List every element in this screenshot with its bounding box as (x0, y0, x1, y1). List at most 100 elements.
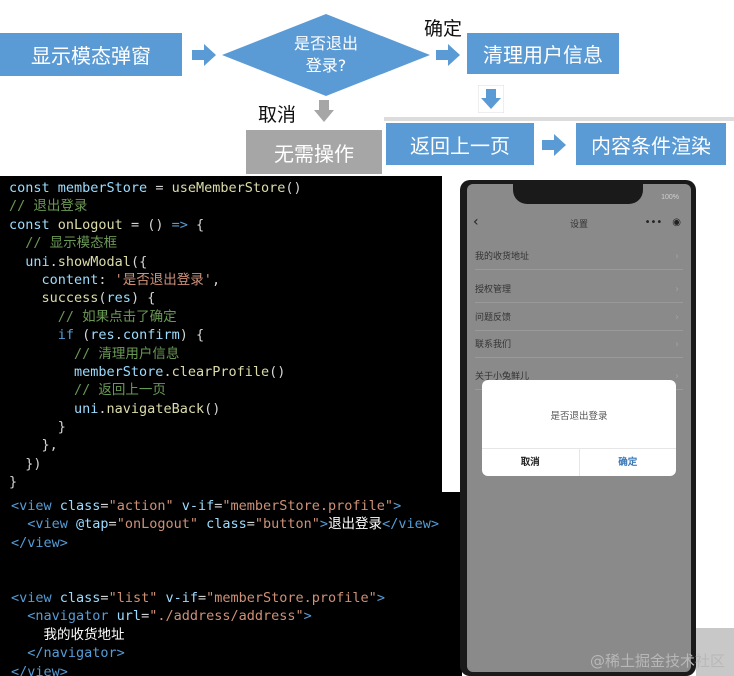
code-token: '是否退出登录' (114, 271, 212, 288)
code-token: <view (11, 589, 60, 606)
conditional-render-box: 内容条件渲染 (576, 123, 726, 165)
logout-decision: 是否退出 登录? (222, 14, 430, 96)
back-arrow-icon[interactable]: ‹ (473, 214, 479, 230)
code-token: </view> (382, 516, 439, 533)
more-icon[interactable]: ••• (644, 217, 663, 228)
code-token: : (98, 271, 115, 288)
code-token: "onLogout" (116, 516, 198, 533)
code-line: if (res.confirm) { (9, 326, 442, 344)
code-token: </navigator> (11, 645, 125, 662)
code-line: </view> (11, 663, 462, 676)
list-item-label: 关于小兔鲜儿 (475, 372, 530, 382)
list-item-label: 我的收货地址 (475, 252, 530, 262)
code-token: memberStore (9, 363, 164, 380)
code-token: ) { (130, 290, 156, 307)
code-line: </view> (11, 534, 462, 552)
code-token: }, (9, 437, 58, 454)
list-item-label: 联系我们 (475, 340, 512, 350)
nav-bar: ‹ 设置 ••• ◉ (467, 214, 691, 236)
code-token: confirm (122, 327, 180, 344)
code-line: <view @tap="onLogout" class="button">退出登… (11, 515, 462, 533)
code-token: > (376, 589, 385, 606)
arrow-right-icon (192, 44, 216, 66)
code-token: <navigator (11, 608, 117, 625)
chevron-right-icon: › (675, 371, 679, 382)
code-line: // 返回上一页 (9, 381, 442, 399)
code-token: . (163, 363, 172, 380)
list-item-contact[interactable]: 联系我们 › (475, 332, 683, 358)
code-line: content: '是否退出登录', (9, 271, 442, 289)
code-token: "./address/address" (149, 608, 304, 625)
close-circle-icon[interactable]: ◉ (672, 217, 681, 228)
code-line (11, 552, 462, 570)
code-line: // 清理用户信息 (9, 345, 442, 363)
code-token: ({ (130, 253, 148, 270)
code-token: res (90, 327, 115, 344)
code-token: "memberStore.profile" (222, 498, 394, 514)
code-token: = (100, 589, 109, 606)
cancel-label: 取消 (258, 104, 297, 126)
list-item-authorization[interactable]: 授权管理 › (475, 277, 683, 303)
code-token: url (116, 608, 142, 625)
phone-screen: 100% ‹ 设置 ••• ◉ 我的收货地址 › 授权管理 › 问题反馈 › 联… (467, 184, 691, 672)
chevron-right-icon: › (675, 251, 679, 262)
code-token: useMemberStore (171, 180, 286, 196)
arrow-right-icon (542, 134, 566, 156)
modal-cancel-button[interactable]: 取消 (482, 449, 580, 476)
code-token: () (204, 400, 221, 417)
code-line (11, 571, 462, 589)
code-token: ( (98, 290, 107, 307)
code-token: > (393, 498, 402, 514)
chevron-right-icon: › (675, 284, 679, 295)
code-token: // 清理用户信息 (9, 345, 180, 362)
code-line: const onLogout = () => { (9, 216, 442, 234)
code-token: > (303, 608, 312, 625)
page-title: 设置 (569, 220, 588, 230)
code-line: // 显示模态框 (9, 234, 442, 252)
code-line: } (9, 418, 442, 436)
code-token: , (211, 271, 221, 288)
code-token: 退出登录 (328, 516, 383, 533)
modal-buttons: 取消 确定 (482, 448, 676, 476)
code-token: class (59, 589, 101, 606)
arrow-down-icon (314, 100, 334, 122)
code-token: class (197, 516, 247, 533)
code-token: = (246, 516, 255, 533)
logout-modal: 是否退出登录 取消 确定 (482, 380, 676, 476)
code-token: showModal (57, 253, 131, 270)
arrow-right-icon (436, 44, 460, 66)
no-action-box: 无需操作 (246, 130, 382, 174)
code-line: } (9, 473, 442, 491)
code-line: // 退出登录 (9, 197, 442, 215)
code-token: // 返回上一页 (9, 382, 166, 399)
code-token: uni (9, 400, 99, 417)
list-item-feedback[interactable]: 问题反馈 › (475, 305, 683, 331)
code-line: }, (9, 436, 442, 454)
capsule-menu[interactable]: ••• ◉ (645, 217, 681, 228)
modal-confirm-button[interactable]: 确定 (618, 457, 638, 468)
code-token: { (187, 216, 205, 233)
code-token: // 显示模态框 (9, 235, 118, 252)
code-token: v-if (157, 589, 198, 606)
chevron-right-icon: › (675, 312, 679, 323)
show-modal-box: 显示模态弹窗 (0, 33, 182, 76)
code-token: <view (11, 498, 60, 514)
code-token: = (100, 498, 109, 514)
code-line: // 如果点击了确定 (9, 308, 442, 326)
code-line: uni.navigateBack() (9, 400, 442, 418)
decision-line-2: 登录? (305, 56, 347, 75)
code-token: </view> (11, 663, 68, 676)
code-token: = (197, 589, 207, 606)
modal-content: 是否退出登录 (550, 411, 608, 422)
go-back-box: 返回上一页 (386, 123, 534, 165)
battery-indicator: 100% (661, 194, 679, 201)
code-token: content (9, 271, 99, 288)
watermark: @稀土掘金技术社区 (590, 652, 726, 670)
code-token: const (9, 216, 58, 233)
code-line: success(res) { (9, 289, 442, 307)
code-token: v-if (173, 498, 215, 514)
code-line: uni.showModal({ (9, 253, 442, 271)
list-item-address[interactable]: 我的收货地址 › (475, 244, 683, 270)
code-token: navigateBack (106, 400, 205, 417)
code-line: 我的收货地址 (11, 626, 462, 644)
